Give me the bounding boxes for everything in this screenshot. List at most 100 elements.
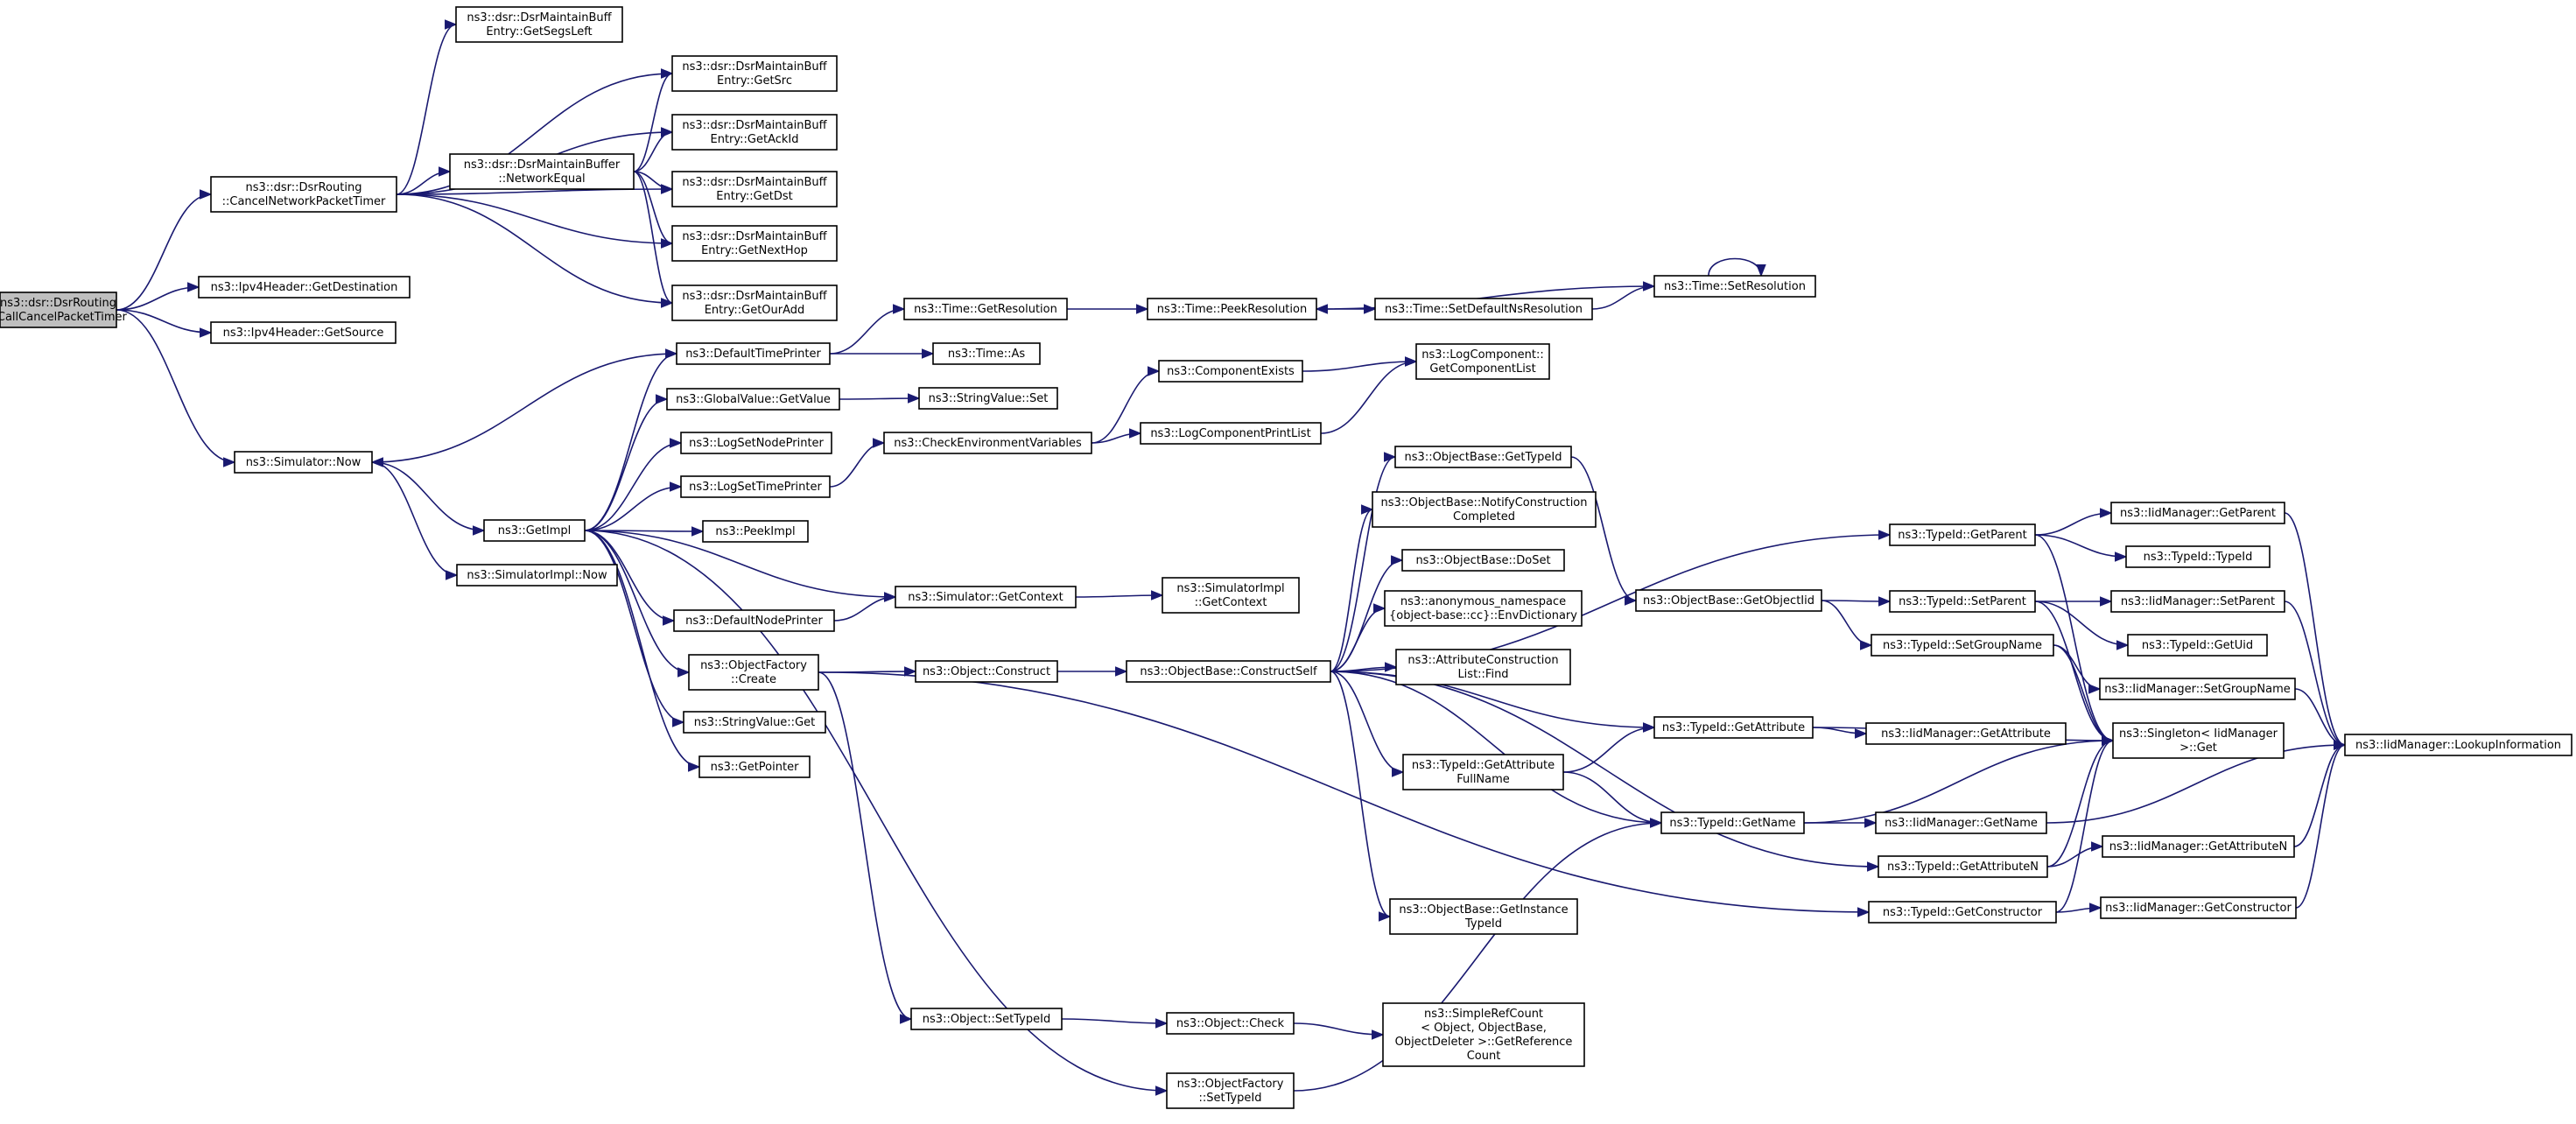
- node-label: ns3::TypeId::SetGroupName: [1883, 639, 2042, 652]
- node-typeIdGetUid[interactable]: ns3::TypeId::GetUid: [2127, 634, 2268, 657]
- edge-line: [2046, 740, 2347, 824]
- node-typeIdGetAttribute[interactable]: ns3::TypeId::GetAttribute: [1653, 716, 1814, 739]
- node-timeSetResolution[interactable]: ns3::Time::SetResolution: [1653, 275, 1816, 298]
- node-iidGetName[interactable]: ns3::IidManager::GetName: [1875, 811, 2047, 834]
- node-iidSetGroupName[interactable]: ns3::IidManager::SetGroupName: [2099, 678, 2296, 700]
- node-box: [210, 176, 397, 213]
- node-typeIdTypeId[interactable]: ns3::TypeId::TypeId: [2125, 545, 2271, 568]
- node-objectFactoryCreate[interactable]: ns3::ObjectFactory::Create: [688, 654, 819, 691]
- node-box: [1889, 523, 2036, 546]
- node-getOurAdd[interactable]: ns3::dsr::DsrMaintainBuffEntry::GetOurAd…: [671, 285, 838, 321]
- edge-objectBaseConstructSelf-to-typeIdGetAttrFullName: [1330, 671, 1405, 777]
- node-simGetContext[interactable]: ns3::Simulator::GetContext: [895, 586, 1077, 608]
- node-label: ns3::DefaultNodePrinter: [685, 615, 823, 628]
- node-typeIdGetName[interactable]: ns3::TypeId::GetName: [1660, 811, 1805, 834]
- node-box: [1415, 343, 1550, 380]
- node-label: ns3::StringValue::Get: [694, 716, 815, 729]
- node-logComponentGetList[interactable]: ns3::LogComponent::GetComponentList: [1415, 343, 1550, 380]
- node-simpleRefCount[interactable]: ns3::SimpleRefCount< Object, ObjectBase,…: [1382, 1002, 1585, 1067]
- node-label: ::SetTypeId: [1198, 1092, 1261, 1105]
- node-checkEnvVars[interactable]: ns3::CheckEnvironmentVariables: [883, 432, 1092, 454]
- node-label: ns3::Time::SetDefaultNsResolution: [1385, 303, 1583, 316]
- node-typeIdGetParent[interactable]: ns3::TypeId::GetParent: [1889, 523, 2036, 546]
- node-box: [0, 292, 117, 328]
- node-objectBaseConstructSelf[interactable]: ns3::ObjectBase::ConstructSelf: [1126, 660, 1331, 683]
- node-componentExists[interactable]: ns3::ComponentExists: [1158, 360, 1303, 383]
- node-logSetNodePrinter[interactable]: ns3::LogSetNodePrinter: [680, 432, 832, 454]
- node-iidGetParent[interactable]: ns3::IidManager::GetParent: [2110, 502, 2285, 524]
- node-getImpl[interactable]: ns3::GetImpl: [483, 519, 586, 542]
- node-objectBaseGetObjectIid[interactable]: ns3::ObjectBase::GetObjectIid: [1635, 589, 1822, 612]
- node-logComponentPrintList[interactable]: ns3::LogComponentPrintList: [1140, 422, 1322, 445]
- node-stringValueGet[interactable]: ns3::StringValue::Get: [683, 711, 826, 734]
- node-box: [1147, 298, 1317, 320]
- edge-line: [1293, 1022, 1385, 1040]
- node-cancelNPT[interactable]: ns3::dsr::DsrRouting::CancelNetworkPacke…: [210, 176, 397, 213]
- node-iidGetConstructor[interactable]: ns3::IidManager::GetConstructor: [2100, 896, 2297, 919]
- edge-line: [584, 438, 683, 531]
- node-defaultNodePrinter[interactable]: ns3::DefaultNodePrinter: [673, 609, 835, 632]
- node-simImplNow[interactable]: ns3::SimulatorImpl::Now: [456, 564, 618, 587]
- node-label: ns3::Ipv4Header::GetDestination: [211, 281, 398, 294]
- edge-timeSetResolution-to-timeSetResolution: [1708, 257, 1766, 277]
- node-globalValueGetValue[interactable]: ns3::GlobalValue::GetValue: [666, 388, 840, 411]
- node-timeAs[interactable]: ns3::Time::As: [932, 342, 1041, 365]
- node-logSetTimePrinter[interactable]: ns3::LogSetTimePrinter: [680, 475, 831, 498]
- node-defaultTimePrinter[interactable]: ns3::DefaultTimePrinter: [676, 342, 831, 365]
- node-objectFactorySetTypeId[interactable]: ns3::ObjectFactory::SetTypeId: [1166, 1072, 1295, 1109]
- node-iidGetAttribute[interactable]: ns3::IidManager::GetAttribute: [1865, 722, 2067, 745]
- edge-defaultTimePrinter-to-simNow: [370, 353, 677, 467]
- node-envDictionary[interactable]: ns3::anonymous_namespace{object-base::cc…: [1384, 590, 1583, 627]
- edge-getImpl-to-simGetContext: [584, 530, 897, 602]
- node-typeIdSetGroupName[interactable]: ns3::TypeId::SetGroupName: [1871, 634, 2054, 657]
- node-objectCheck[interactable]: ns3::Object::Check: [1166, 1012, 1295, 1035]
- node-label: ns3::TypeId::GetAttribute: [1412, 759, 1555, 772]
- node-timePeekResolution[interactable]: ns3::Time::PeekResolution: [1147, 298, 1317, 320]
- node-box: [918, 387, 1058, 410]
- node-typeIdSetParent[interactable]: ns3::TypeId::SetParent: [1889, 590, 2036, 613]
- node-iidLookupInformation[interactable]: ns3::IidManager::LookupInformation: [2344, 734, 2572, 756]
- node-label: ns3::ObjectBase::GetTypeId: [1405, 451, 1562, 464]
- node-timeSetDefaultNsResolution[interactable]: ns3::Time::SetDefaultNsResolution: [1374, 298, 1593, 320]
- node-iidSetParent[interactable]: ns3::IidManager::SetParent: [2110, 590, 2285, 613]
- node-simNow[interactable]: ns3::Simulator::Now: [234, 451, 373, 474]
- node-box: [932, 342, 1041, 365]
- node-box: [455, 6, 623, 43]
- node-box: [883, 432, 1092, 454]
- node-getSource[interactable]: ns3::Ipv4Header::GetSource: [210, 321, 397, 344]
- node-peekImpl[interactable]: ns3::PeekImpl: [702, 520, 809, 543]
- node-simImplGetContext[interactable]: ns3::SimulatorImpl::GetContext: [1162, 577, 1300, 614]
- node-getSegsLeft[interactable]: ns3::dsr::DsrMaintainBuffEntry::GetSegsL…: [455, 6, 623, 43]
- node-label: ns3::SimpleRefCount: [1424, 1008, 1543, 1021]
- node-objectBaseDoSet[interactable]: ns3::ObjectBase::DoSet: [1401, 549, 1565, 572]
- node-objectSetTypeId[interactable]: ns3::Object::SetTypeId: [910, 1008, 1063, 1030]
- node-typeIdGetConstructor[interactable]: ns3::TypeId::GetConstructor: [1868, 901, 2057, 924]
- node-box: [198, 276, 411, 299]
- edge-line: [818, 671, 913, 1024]
- node-box: [1372, 491, 1597, 528]
- node-objectBaseNotify[interactable]: ns3::ObjectBase::NotifyConstructionCompl…: [1372, 491, 1597, 528]
- node-iidGetAttributeN[interactable]: ns3::IidManager::GetAttributeN: [2102, 835, 2295, 858]
- node-singletonGet[interactable]: ns3::Singleton< IidManager>::Get: [2112, 722, 2285, 759]
- edge-line: [396, 193, 674, 308]
- node-objectBaseGetTypeId[interactable]: ns3::ObjectBase::GetTypeId: [1394, 446, 1572, 468]
- node-label: ns3::ObjectBase::NotifyConstruction: [1381, 496, 1588, 509]
- node-networkEqual[interactable]: ns3::dsr::DsrMaintainBuffer::NetworkEqua…: [449, 153, 635, 190]
- node-box: [1389, 898, 1578, 935]
- node-timeGetResolution[interactable]: ns3::Time::GetResolution: [903, 298, 1068, 320]
- edge-timeSetDefaultNsResolution-to-timeSetResolution: [1591, 281, 1656, 310]
- node-getPointer[interactable]: ns3::GetPointer: [698, 755, 811, 778]
- node-getNextHop[interactable]: ns3::dsr::DsrMaintainBuffEntry::GetNextH…: [671, 225, 838, 262]
- node-root[interactable]: ns3::dsr::DsrRouting::CallCancelPacketTi…: [0, 292, 128, 328]
- node-stringValueSet[interactable]: ns3::StringValue::Set: [918, 387, 1058, 410]
- node-typeIdGetAttributeN[interactable]: ns3::TypeId::GetAttributeN: [1878, 855, 2048, 878]
- node-objectConstruct[interactable]: ns3::Object::Construct: [915, 660, 1058, 683]
- node-box: [2344, 734, 2572, 756]
- node-getDestination[interactable]: ns3::Ipv4Header::GetDestination: [198, 276, 411, 299]
